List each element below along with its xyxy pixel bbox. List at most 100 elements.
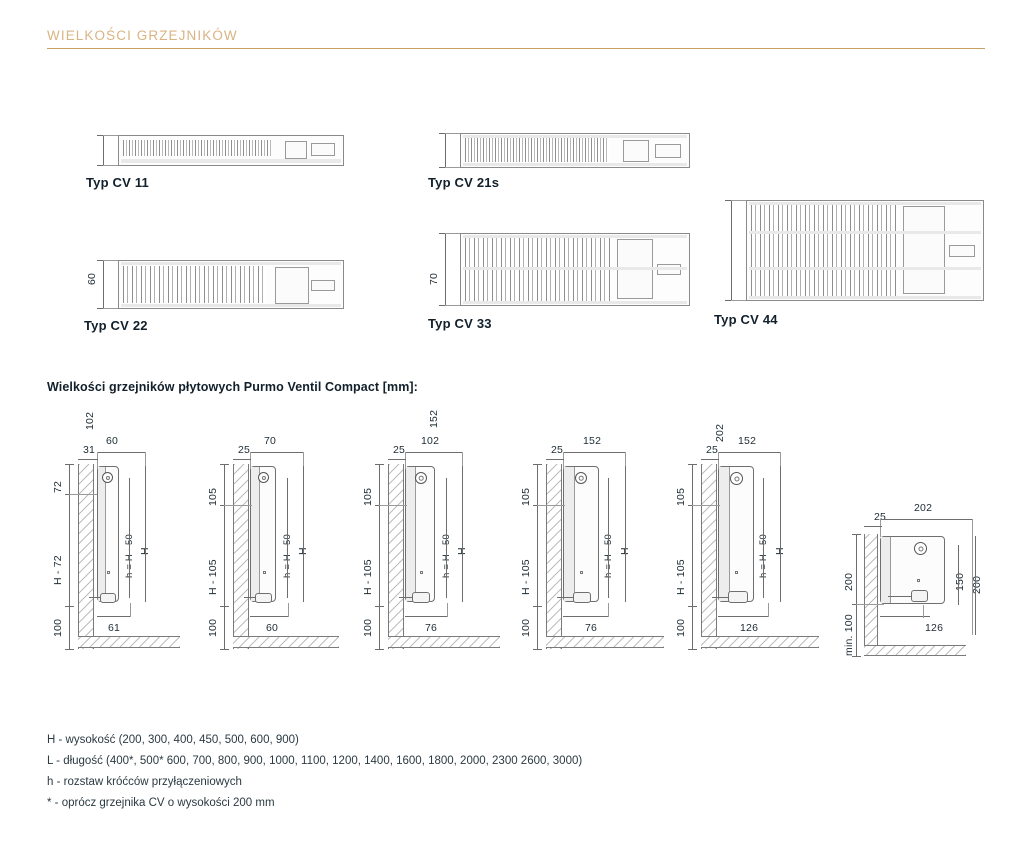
ext-line	[97, 452, 98, 468]
panel-shade	[98, 467, 106, 601]
bottom-valve	[911, 590, 928, 602]
H-dim-line	[303, 466, 304, 602]
mid-marker	[580, 571, 583, 574]
cv33-foot-label: 76	[585, 622, 598, 634]
ext-line	[130, 603, 131, 617]
top-shell	[463, 135, 687, 138]
dimensions-section-heading: Wielkości grzejników płytowych Purmo Ven…	[47, 380, 418, 394]
valve-stem	[888, 596, 912, 597]
ext-line	[250, 452, 251, 468]
H-dim-line	[625, 466, 626, 602]
cv11-wall-bottom-label: 100	[52, 618, 64, 637]
ext-line	[880, 519, 881, 537]
cv33-depth-label: 152	[583, 435, 602, 447]
wall-hatch	[701, 464, 717, 649]
detail-depth-label: 202	[914, 502, 933, 514]
offset-dim-line	[78, 459, 98, 460]
ext-line	[379, 505, 407, 506]
bottom-valve	[100, 593, 116, 603]
panel-shade	[251, 467, 260, 601]
dim-tick	[375, 649, 384, 650]
cv44-wall-bottom-label: 100	[675, 618, 687, 637]
ext-line	[923, 605, 924, 618]
ext-line	[563, 452, 564, 468]
bottom-valve	[573, 592, 591, 603]
mid-marker	[107, 571, 110, 574]
page-header: WIELKOŚCI GRZEJNIKÓW	[47, 28, 987, 49]
radiator-body	[460, 233, 690, 306]
dim-tick	[688, 606, 697, 607]
H-dim-line	[145, 466, 146, 602]
cv22-depth-label: 102	[84, 411, 96, 430]
radiator-panel	[97, 466, 119, 602]
mid-shell	[463, 267, 687, 270]
dim-line-left	[224, 464, 225, 649]
cv22-wall-bottom-label: 100	[362, 618, 374, 637]
cv21s-depth-label: 70	[264, 435, 277, 447]
dim-line-left	[856, 534, 857, 656]
detail-wall-bottom-label: min. 100	[843, 614, 855, 656]
type-diagram-cv11: 60 Typ CV 11	[78, 125, 368, 285]
dimension-drawing-cv44: 25 152 105 H - 105 100 126 h = H - 50 H	[668, 430, 828, 670]
depth-dim-line	[718, 452, 780, 453]
dim-line-left	[379, 464, 380, 649]
legend-line-height: H - wysokość (200, 300, 400, 450, 500, 6…	[47, 734, 299, 746]
fin-pattern	[751, 205, 899, 296]
dim-line	[103, 135, 104, 165]
wall-hatch	[388, 464, 404, 649]
inner-height-dim-line	[958, 545, 959, 605]
valve-stem	[399, 597, 413, 598]
dim-tick	[533, 606, 542, 607]
ext-line	[447, 603, 448, 617]
h-dim-line	[608, 478, 609, 598]
radiator-panel	[718, 466, 754, 602]
floor-hatch	[233, 636, 339, 648]
floor-hatch	[864, 645, 966, 656]
panel-shade	[564, 467, 575, 601]
valve-block	[275, 267, 309, 304]
radiator-body	[118, 260, 344, 309]
wall-hatch	[546, 464, 562, 649]
bottom-shell	[463, 163, 687, 166]
cv44-foot-label: 126	[740, 622, 759, 634]
ext-line	[731, 300, 753, 301]
ext-line	[718, 452, 719, 468]
panel-shade	[719, 467, 730, 601]
bottom-valve	[412, 592, 430, 603]
valve-block	[623, 140, 649, 162]
fin-pattern	[465, 138, 609, 162]
cv33-depth-label: 152	[428, 409, 440, 428]
panel-shade	[406, 467, 416, 601]
dim-line	[731, 200, 732, 300]
cv22-depth-label: 102	[421, 435, 440, 447]
H-dim-line	[462, 466, 463, 602]
connector-block	[655, 144, 681, 158]
H-dim-line	[780, 466, 781, 602]
ext-line	[69, 494, 97, 495]
dim-tick	[65, 649, 74, 650]
panel-shade	[881, 537, 891, 603]
cv44-type-name: Typ CV 44	[714, 312, 778, 327]
top-port	[730, 472, 743, 485]
cv33-wall-top-label: 105	[520, 487, 532, 506]
mid-marker	[263, 571, 266, 574]
wall-hatch	[78, 464, 94, 649]
h-dim-line	[287, 478, 288, 598]
dim-tick	[688, 649, 697, 650]
valve-stem	[89, 597, 101, 598]
top-shell	[121, 262, 341, 265]
connector-block	[311, 280, 335, 291]
detail-foot-label: 126	[925, 622, 944, 634]
mid-marker	[420, 571, 423, 574]
ext-line	[103, 308, 125, 309]
outer-height-dim-line	[975, 536, 976, 635]
offset-dim-line	[388, 459, 406, 460]
cv11-wall-top-label: 72	[52, 480, 64, 493]
top-port	[102, 472, 113, 483]
cv33-top-offset-label: 25	[551, 444, 564, 456]
type-diagram-cv21s: 70 Typ CV 21s	[422, 123, 712, 285]
detail-wall-top-label: 200	[843, 572, 855, 591]
ext-line	[224, 505, 252, 506]
dim-line-left	[692, 464, 693, 649]
cv44-depth-label: 152	[738, 435, 757, 447]
